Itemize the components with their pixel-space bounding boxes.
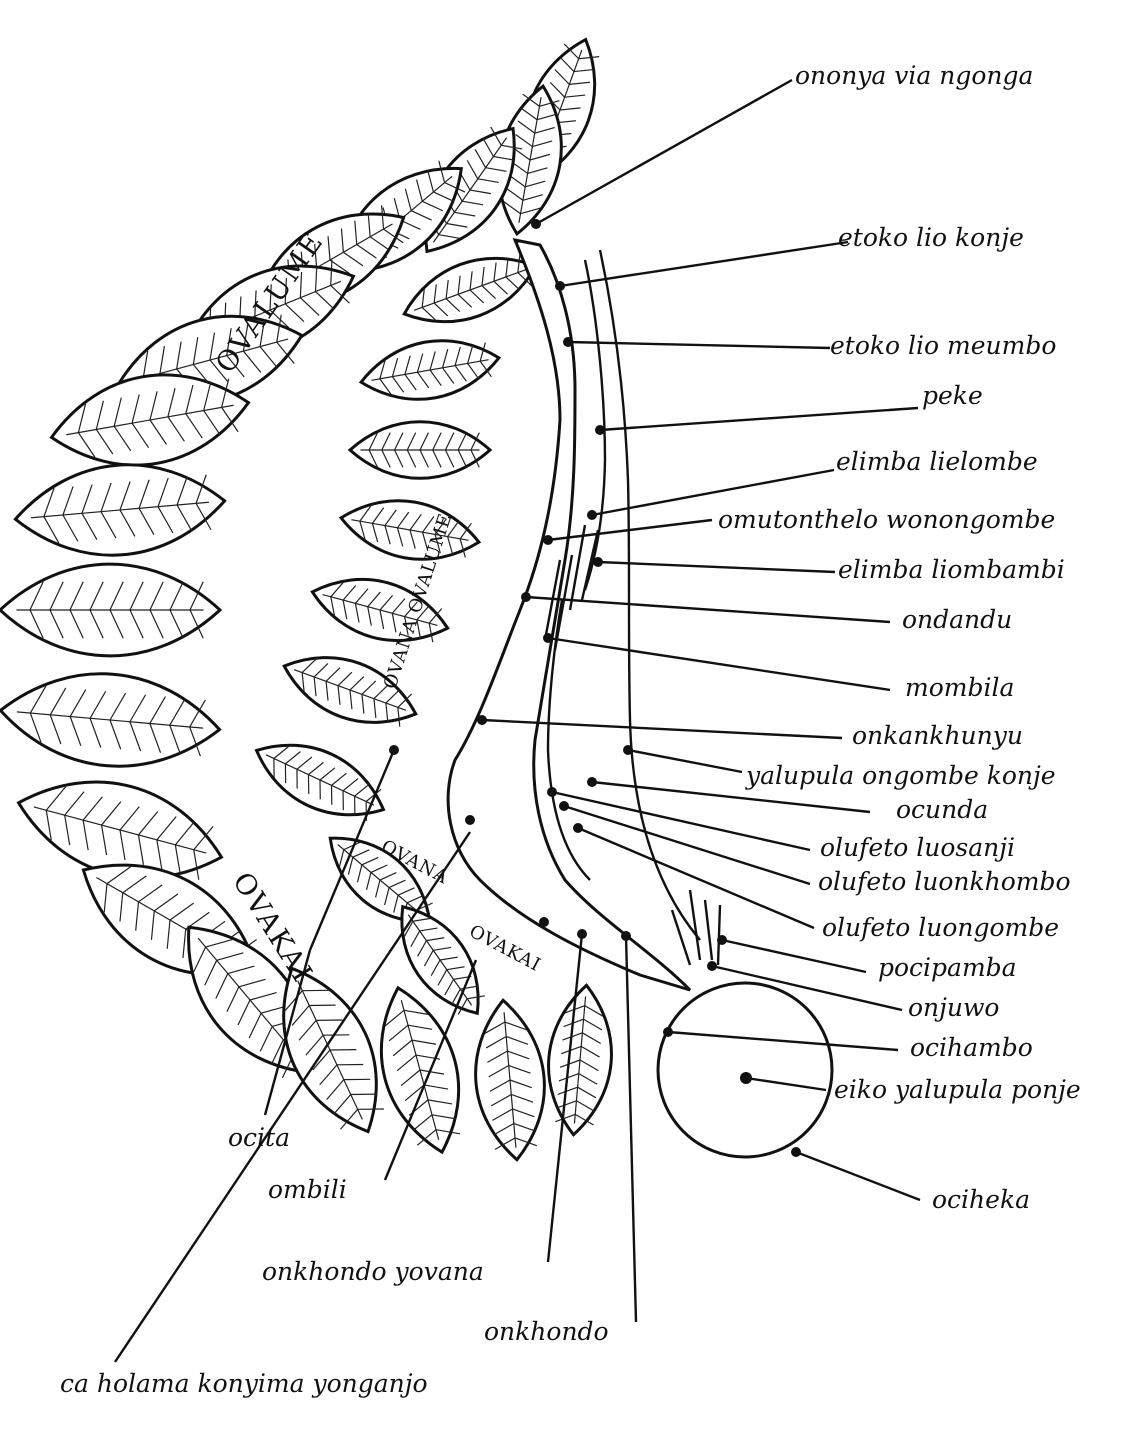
dot-eiko [740,1072,752,1084]
leader-peke [600,408,918,430]
gate-spike-2 [705,900,712,960]
dot-ociheka [791,1147,801,1157]
dot-ononya [531,219,541,229]
dot-etoko-meumbo [563,337,573,347]
leaf [356,330,504,410]
dot-olufeto-luosanji [547,787,557,797]
dot-olufeto-luonkhombo [559,801,569,811]
label-onjuwo: onjuwo [908,993,999,1022]
dot-elimba-liombambi [593,557,603,567]
label-mombila: mombila [905,673,1014,702]
label-elimba-liombambi: elimba liombambi [838,555,1065,584]
dot-olufeto-luongombe [573,823,583,833]
label-yalupula-ongombe-konje: yalupula ongombe konje [745,761,1056,790]
label-ombili: ombili [268,1175,347,1204]
leaf [11,456,228,564]
gate-spike-1 [690,890,700,960]
gate-spike-3 [718,905,720,965]
label-ocihambo: ocihambo [910,1033,1033,1062]
label-olufeto-luongombe: olufeto luongombe [822,913,1059,942]
dot-elimba-lielombe [587,510,597,520]
region-ovakai: OVAKAI [466,921,545,976]
dot-omutonthelo [543,535,553,545]
label-ononya-via-ngonga: ononya via ngonga [795,61,1033,90]
dot-etoko-konje [555,281,565,291]
label-olufeto-luonkhombo: olufeto luonkhombo [818,867,1071,896]
gate-spike-4 [672,910,690,965]
dot-pocipamba [717,935,727,945]
leaf [336,490,484,570]
leader-ociheka [796,1152,920,1200]
leader-elimba-liombambi [598,562,835,572]
region-ovakai-text: OVAKAI [466,921,545,976]
dot-onjuwo [707,961,717,971]
leader-yalupula [628,750,742,772]
outer-boundary-line [600,250,700,940]
leaf [542,983,617,1138]
label-etoko-lio-meumbo: etoko lio meumbo [830,331,1056,360]
label-ca-holama-konyima-yonganjo: ca holama konyima yonganjo [60,1369,428,1398]
label-omutonthelo-wonongombe: omutonthelo wonongombe [718,505,1055,534]
dot-peke [595,425,605,435]
enclosure-circle [658,983,832,1157]
leaf [469,997,551,1162]
leader-onkhondo [626,936,636,1322]
leader-mombila [548,638,890,690]
leaf [0,665,224,775]
label-olufeto-luosanji: olufeto luosanji [820,833,1015,862]
dot-ocunda [587,777,597,787]
label-elimba-lielombe: elimba lielombe [836,447,1038,476]
label-etoko-lio-konje: etoko lio konje [838,223,1024,252]
dot-ombili [539,917,549,927]
label-onkankhunyu: onkankhunyu [852,721,1023,750]
label-ocita: ocita [228,1123,290,1152]
label-ondandu: ondandu [902,605,1012,634]
dot-ca-holama [465,815,475,825]
leader-ondandu [526,597,890,622]
label-pocipamba: pocipamba [878,953,1017,982]
leaf [350,422,490,479]
leader-olufeto-luonkhombo [564,806,810,884]
label-peke: peke [922,381,983,410]
label-ocunda: ocunda [896,795,988,824]
dot-onkhondo-yovana [577,929,587,939]
label-ociheka: ociheka [932,1185,1030,1214]
dot-ocita [389,745,399,755]
dot-mombila [543,633,553,643]
label-onkhondo-yovana: onkhondo yovana [262,1257,484,1286]
leaf [245,725,396,835]
leader-etoko-meumbo [568,342,830,348]
dot-ondandu [521,592,531,602]
dot-yalupula [623,745,633,755]
label-eiko-yalupula-ponje: eiko yalupula ponje [834,1075,1081,1104]
label-onkhondo: onkhondo [484,1317,609,1346]
dot-onkhondo [621,931,631,941]
dot-ocihambo [663,1027,673,1037]
leaf [0,564,220,656]
dot-onkankhunyu [477,715,487,725]
leader-pocipamba [722,940,866,972]
